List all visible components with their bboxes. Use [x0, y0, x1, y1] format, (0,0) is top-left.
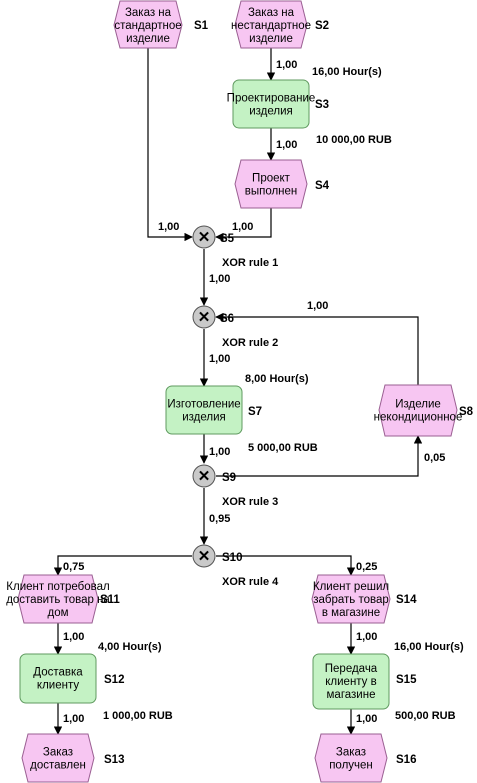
edge-s9-s8-weight: 0,05	[424, 452, 445, 464]
function-s7-id: S7	[248, 406, 262, 418]
event-s16-shape	[314, 733, 388, 783]
function-s12-shape	[19, 653, 97, 704]
function-s7-cost: 5 000,00 RUB	[248, 442, 318, 454]
gateway-s10-shape	[192, 544, 216, 568]
function-shapes	[19, 79, 390, 710]
function-s15-shape	[312, 653, 390, 710]
edge-s8-s6-weight: 1,00	[307, 300, 328, 312]
event-s4-id: S4	[315, 180, 330, 192]
function-s12-id: S12	[104, 674, 124, 686]
function-s7-time: 8,00 Hour(s)	[245, 373, 309, 385]
event-s11-id: S11	[100, 594, 120, 606]
gateway-s5-rule: XOR rule 1	[222, 257, 278, 269]
event-s4-shape	[234, 159, 308, 209]
edge-s8-s6	[215, 312, 419, 385]
event-s1-shape	[113, 0, 183, 49]
edge-s7-s9-weight: 1,00	[209, 446, 230, 458]
edge-s6-s7-weight: 1,00	[209, 353, 230, 365]
edge-s10-s11-weight: 0,75	[63, 561, 84, 573]
gateway-s6-shape	[192, 305, 216, 329]
function-s12-time: 4,00 Hour(s)	[98, 641, 162, 653]
gateway-s9-shape	[192, 464, 216, 488]
edge-s12-s13-weight: 1,00	[63, 713, 84, 725]
function-s3-shape	[232, 79, 310, 129]
edge-s9-s10-weight: 0,95	[209, 513, 230, 525]
gateway-rules: XOR rule 1 XOR rule 2 XOR rule 3 XOR rul…	[222, 257, 279, 588]
gateway-s5-id: S5	[220, 233, 235, 245]
gateway-s10-rule: XOR rule 4	[222, 576, 279, 588]
edge-s10-s14	[216, 555, 356, 576]
gateway-s10-symbol: ✕	[198, 548, 211, 565]
event-s8-shape	[378, 384, 458, 437]
event-s14-shape	[311, 574, 391, 624]
event-s2-id: S2	[315, 20, 329, 32]
gateway-s9-rule: XOR rule 3	[222, 496, 278, 508]
function-s15-time: 16,00 Hour(s)	[394, 641, 464, 653]
function-s3-id: S3	[315, 99, 329, 111]
gateway-s6-id: S6	[220, 313, 234, 325]
event-s1-id: S1	[194, 20, 209, 32]
edge-s2-s3-weight: 1,00	[276, 59, 297, 71]
gateway-s5-shape	[192, 225, 216, 249]
function-annotations: 16,00 Hour(s) 10 000,00 RUB 8,00 Hour(s)…	[98, 66, 464, 722]
function-s3-cost: 10 000,00 RUB	[316, 134, 392, 146]
node-ids: S1 S2 S3 S4 S5 S6 S7 S8 S9 S10 S11 S12 S…	[100, 20, 474, 766]
edge-s1-s5	[147, 48, 193, 242]
edge-s3-s4-weight: 1,00	[276, 139, 297, 151]
gateway-s6-symbol: ✕	[198, 309, 211, 326]
gateway-s9-symbol: ✕	[198, 468, 211, 485]
gateway-s5-symbol: ✕	[198, 229, 211, 246]
function-s15-id: S15	[396, 674, 417, 686]
edge-weights: 1,00 1,00 1,00 1,00 1,00 1,00 1,00 1,00 …	[63, 59, 445, 725]
edge-s10-s11	[53, 555, 192, 576]
event-s8-id: S8	[459, 406, 474, 418]
edge-s5-s6-weight: 1,00	[209, 273, 230, 285]
function-s12-cost: 1 000,00 RUB	[103, 710, 173, 722]
edge-s14-s15-weight: 1,00	[356, 631, 377, 643]
event-s14-id: S14	[396, 594, 417, 606]
function-s3-time: 16,00 Hour(s)	[312, 66, 382, 78]
edge-s10-s14-weight: 0,25	[356, 561, 377, 573]
edge-s15-s16-weight: 1,00	[356, 713, 377, 725]
gateway-shapes: ✕ ✕ ✕ ✕	[192, 225, 216, 568]
event-shapes	[17, 0, 458, 783]
gateway-s6-rule: XOR rule 2	[222, 337, 278, 349]
edge-s4-s5-weight: 1,00	[232, 221, 253, 233]
gateway-s9-id: S9	[222, 472, 236, 484]
event-s2-shape	[234, 0, 308, 49]
function-s7-shape	[165, 385, 243, 435]
edge-s9-s8	[216, 435, 423, 477]
event-s11-shape	[17, 574, 99, 624]
function-s15-cost: 500,00 RUB	[395, 710, 456, 722]
edge-s4-s5	[215, 208, 272, 242]
event-s13-id: S13	[104, 754, 124, 766]
gateway-s10-id: S10	[222, 552, 242, 564]
edge-s11-s12-weight: 1,00	[63, 631, 84, 643]
event-s13-shape	[21, 733, 95, 783]
connectors	[53, 48, 423, 735]
edge-s1-s5-weight: 1,00	[158, 221, 179, 233]
event-s16-id: S16	[396, 754, 416, 766]
